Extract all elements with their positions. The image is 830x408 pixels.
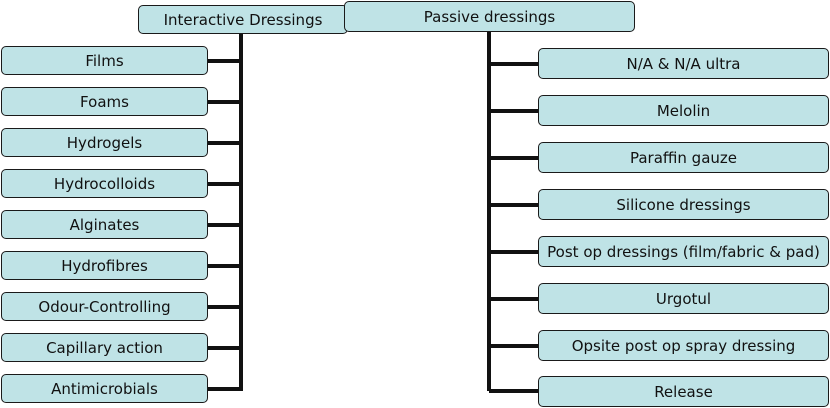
passive-item: N/A & N/A ultra (538, 48, 829, 79)
passive-branch-line (489, 156, 539, 160)
interactive-branch-line (207, 100, 241, 104)
interactive-branch-line (207, 387, 241, 391)
interactive-item: Hydrogels (1, 128, 208, 157)
interactive-branch-line (207, 182, 241, 186)
passive-branch-line (489, 62, 539, 66)
interactive-item: Hydrofibres (1, 251, 208, 280)
interactive-item: Films (1, 46, 208, 75)
passive-item: Post op dressings (film/fabric & pad) (538, 236, 829, 267)
passive-item: Paraffin gauze (538, 142, 829, 173)
interactive-branch-line (207, 59, 241, 63)
interactive-branch-line (207, 223, 241, 227)
interactive-item: Antimicrobials (1, 374, 208, 403)
interactive-item: Hydrocolloids (1, 169, 208, 198)
interactive-item: Capillary action (1, 333, 208, 362)
interactive-branch-line (207, 141, 241, 145)
interactive-dressings-header: Interactive Dressings (138, 5, 348, 34)
interactive-item: Odour-Controlling (1, 292, 208, 321)
passive-branch-line (489, 389, 539, 393)
interactive-branch-line (207, 346, 241, 350)
passive-branch-line (489, 297, 539, 301)
interactive-trunk-line (239, 28, 243, 391)
passive-dressings-header: Passive dressings (344, 1, 635, 32)
passive-item: Silicone dressings (538, 189, 829, 220)
passive-branch-line (489, 250, 539, 254)
interactive-item: Foams (1, 87, 208, 116)
passive-trunk-line (487, 28, 491, 391)
passive-branch-line (489, 109, 539, 113)
passive-item: Urgotul (538, 283, 829, 314)
passive-item: Opsite post op spray dressing (538, 330, 829, 361)
passive-item: Melolin (538, 95, 829, 126)
interactive-branch-line (207, 264, 241, 268)
passive-branch-line (489, 203, 539, 207)
interactive-item: Alginates (1, 210, 208, 239)
passive-branch-line (489, 344, 539, 348)
passive-item: Release (538, 376, 829, 407)
interactive-branch-line (207, 305, 241, 309)
